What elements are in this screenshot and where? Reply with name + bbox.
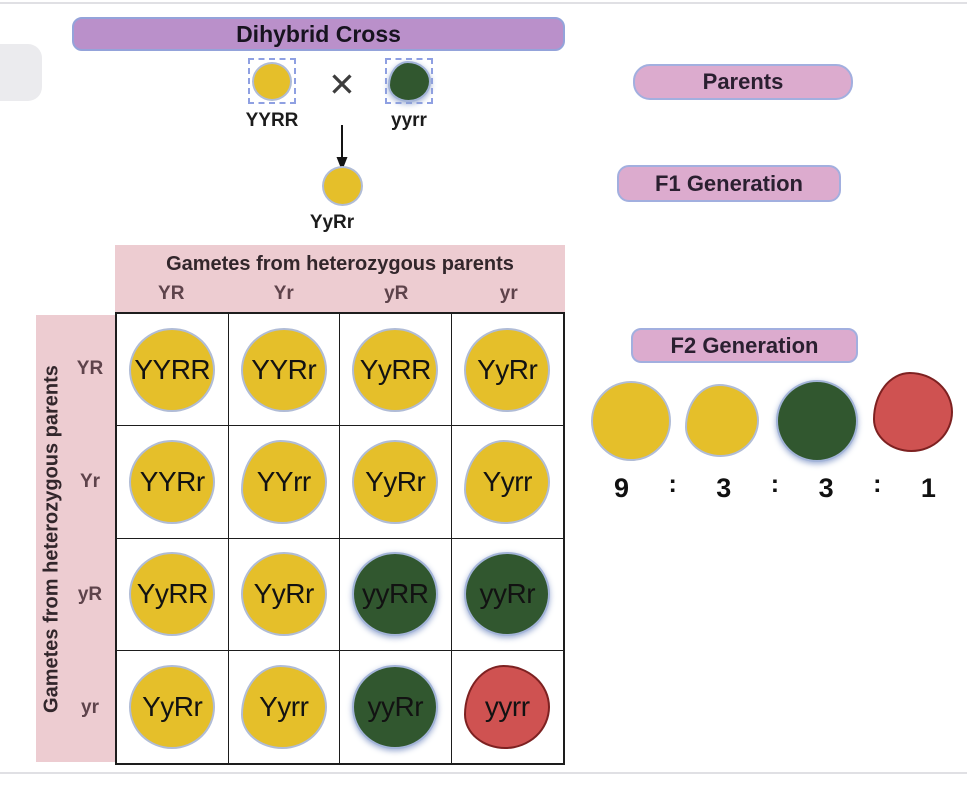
genotype-shape: YyRr (240, 552, 327, 637)
genotype-shape: YYRR (129, 327, 216, 412)
f2-phenotype-shape (591, 381, 671, 461)
genotype-shape: YyRR (352, 327, 439, 412)
punnett-column-labels: YR Yr yR yr (115, 283, 565, 305)
punnett-cell: YyRr (451, 314, 563, 427)
f1-genotype-label: YyRr (309, 212, 355, 233)
punnett-cell: yyrr (452, 651, 564, 763)
ratio-separator: : (873, 469, 882, 498)
punnett-left-header-band: Gametes from heterozygous parents YR Yr … (36, 315, 115, 762)
genotype-shape: yyRr (464, 552, 551, 637)
f1-pea-shape (322, 166, 363, 206)
ratio-value: 1 (920, 472, 936, 503)
f2-phenotype-shape (776, 380, 858, 462)
row-label: YR (76, 358, 104, 379)
genotype-shape: Yyrr (464, 439, 551, 524)
corner-card-fragment (0, 44, 42, 101)
down-arrow-icon (335, 125, 349, 176)
ratio-value: 3 (818, 472, 834, 503)
col-label: YR (158, 283, 185, 304)
punnett-top-header-title: Gametes from heterozygous parents (166, 253, 514, 275)
genotype-shape: yyrr (464, 664, 551, 749)
ratio-value: 9 (614, 472, 630, 503)
parent-left-selection-box (248, 58, 296, 104)
genotype-shape: YyRr (129, 664, 216, 749)
genotype-shape: YyRR (129, 552, 216, 637)
punnett-cell: YYRR (117, 314, 229, 427)
genotype-shape: Yyrr (240, 664, 327, 749)
parent-left-genotype-label: YYRR (245, 110, 299, 131)
top-divider (0, 2, 967, 4)
punnett-cell: YYRr (117, 426, 229, 539)
genotype-shape: YyRr (464, 327, 551, 412)
punnett-cell: yyRr (451, 539, 563, 651)
genotype-shape: yyRR (352, 552, 439, 637)
f2-generation-label: F2 Generation (631, 328, 858, 363)
genotype-shape: YYRr (240, 327, 327, 412)
f2-ratio: 9 : 3 : 3 : 1 (614, 470, 936, 506)
punnett-cell: YYrr (228, 426, 340, 539)
ratio-value: 3 (716, 472, 732, 503)
parent-right-pea-shape (387, 60, 431, 102)
punnett-cell: YyRr (228, 538, 340, 651)
row-label: Yr (79, 471, 101, 492)
f2-phenotype-shape (873, 372, 953, 452)
bottom-divider (0, 772, 967, 774)
cross-times-icon: ✕ (328, 65, 356, 103)
parents-stage-label: Parents (633, 64, 853, 100)
genotype-shape: YYRr (129, 439, 216, 524)
genotype-shape: yyRr (352, 664, 439, 749)
genotype-shape: YYrr (240, 439, 327, 524)
genotype-shape: YyRr (352, 439, 439, 524)
parent-left-pea-shape (252, 61, 292, 101)
row-label: yR (77, 584, 103, 605)
punnett-cell: yyRr (340, 650, 452, 763)
parent-right-genotype-label: yyrr (391, 110, 427, 131)
punnett-cell: YyRr (340, 426, 452, 539)
col-label: yr (499, 283, 518, 304)
punnett-grid: YYRR YYRr YyRR YyRr YYRr YYrr YyRr Yyrr … (115, 312, 565, 765)
col-label: Yr (273, 283, 294, 304)
f1-generation-label: F1 Generation (617, 165, 841, 202)
page-title: Dihybrid Cross (72, 17, 565, 51)
punnett-cell: YYRr (228, 314, 340, 427)
row-label: yr (81, 697, 99, 718)
parent-right-selection-box (385, 58, 433, 104)
ratio-separator: : (668, 469, 677, 498)
punnett-cell: YyRr (117, 650, 229, 763)
punnett-cell: Yyrr (229, 650, 340, 763)
punnett-left-header-title: Gametes from heterozygous parents (40, 364, 63, 713)
punnett-cell: YyRR (340, 314, 452, 427)
f2-phenotype-shape (685, 384, 759, 457)
punnett-cell: yyRR (340, 538, 452, 651)
punnett-top-header-band: Gametes from heterozygous parents YR Yr … (115, 245, 565, 312)
punnett-cell: YyRR (117, 538, 229, 651)
punnett-cell: Yyrr (451, 426, 563, 539)
ratio-separator: : (770, 469, 780, 498)
col-label: yR (384, 283, 409, 304)
